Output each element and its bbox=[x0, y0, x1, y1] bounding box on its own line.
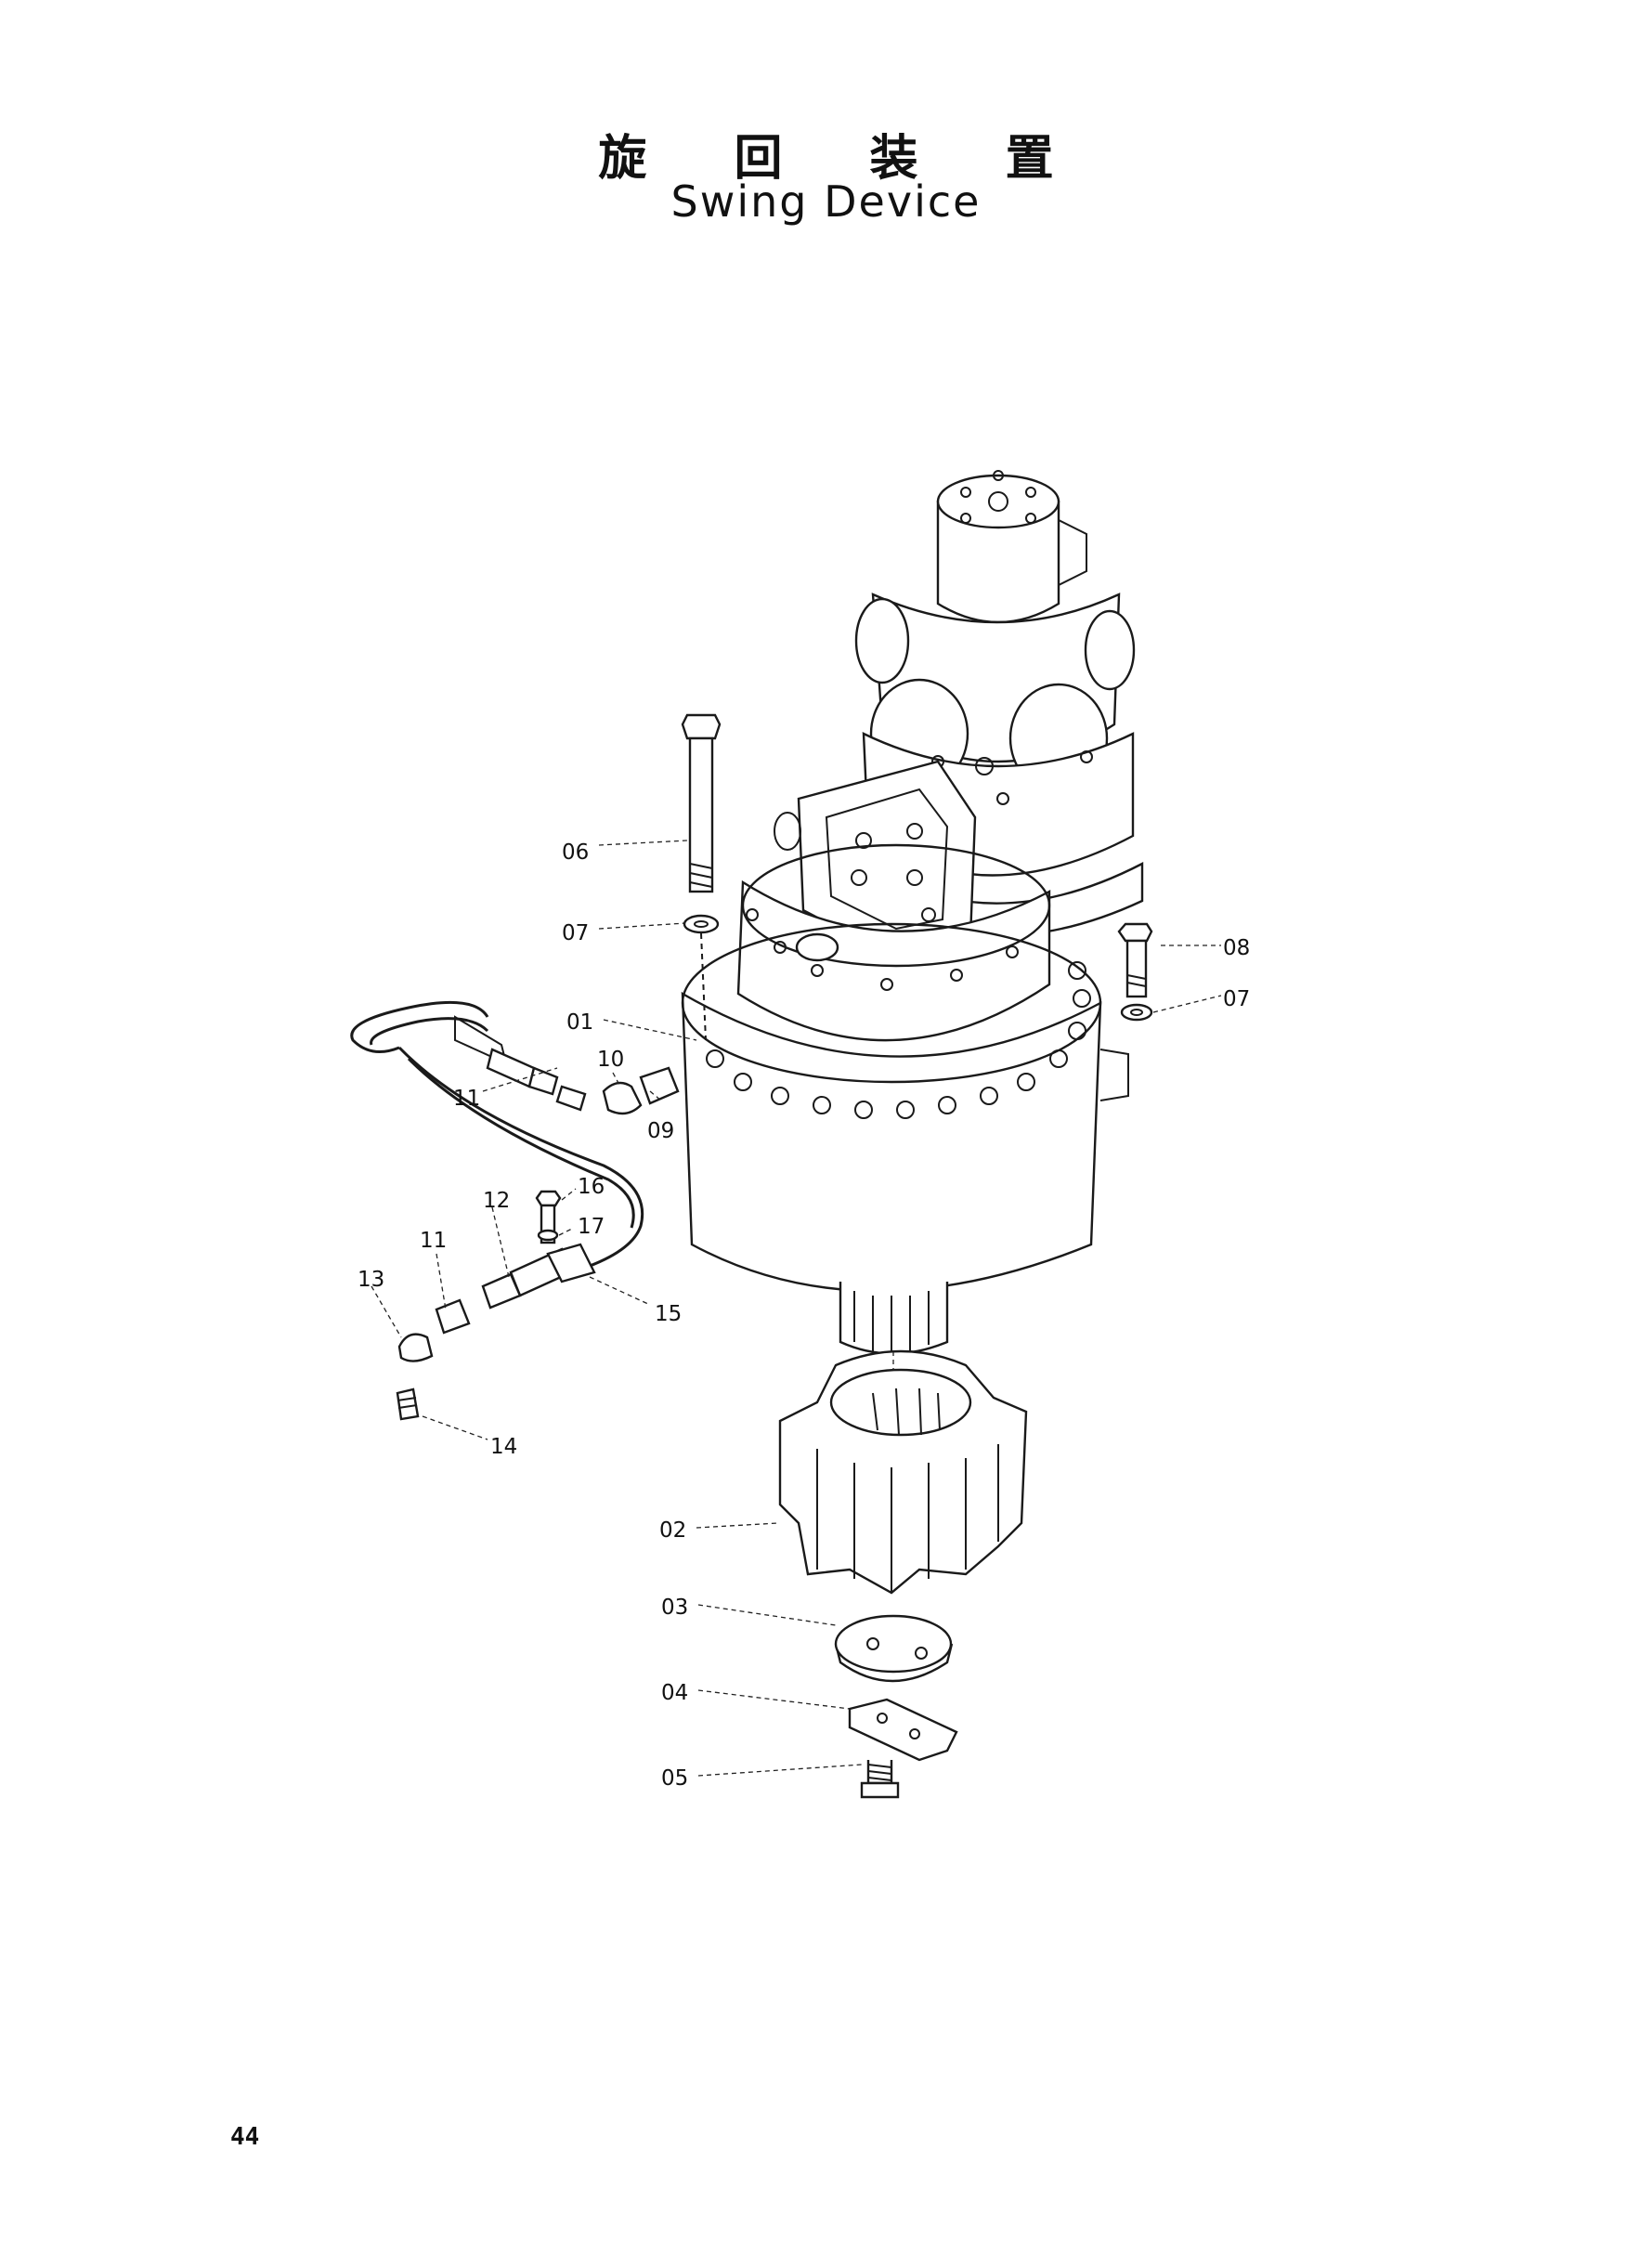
callout-14: 14 bbox=[490, 1435, 517, 1459]
callout-01: 01 bbox=[566, 1010, 593, 1035]
callout-07-right: 07 bbox=[1223, 987, 1250, 1011]
callout-15: 15 bbox=[655, 1302, 682, 1326]
callout-07-upper-left: 07 bbox=[562, 921, 589, 945]
callout-03: 03 bbox=[661, 1596, 688, 1620]
mounting-bracket bbox=[774, 760, 1008, 964]
callout-16: 16 bbox=[578, 1175, 605, 1199]
page-title: Swing Device bbox=[670, 176, 982, 227]
page-number: 44 bbox=[230, 2123, 260, 2151]
callout-02: 02 bbox=[659, 1518, 686, 1543]
bolt-08 bbox=[1117, 922, 1153, 1022]
callout-10: 10 bbox=[597, 1048, 624, 1072]
housing-bolt-ring bbox=[706, 961, 1091, 1119]
callout-06: 06 bbox=[562, 840, 589, 865]
drain-hose-assembly bbox=[350, 1000, 680, 1421]
callout-05: 05 bbox=[661, 1766, 688, 1791]
callout-12: 12 bbox=[483, 1189, 510, 1213]
page-title-japanese: 旋 回 装 置 bbox=[598, 131, 1089, 187]
lock-plate bbox=[848, 1698, 958, 1762]
callout-09: 09 bbox=[647, 1119, 674, 1143]
pinion-gear bbox=[778, 1349, 1028, 1595]
reduction-gear-housing bbox=[681, 843, 1129, 1355]
callout-17: 17 bbox=[578, 1215, 605, 1239]
retaining-plate bbox=[834, 1614, 954, 1683]
callout-11-lower: 11 bbox=[420, 1229, 447, 1253]
callout-13: 13 bbox=[358, 1268, 384, 1292]
callout-04: 04 bbox=[661, 1681, 688, 1705]
bolt-05 bbox=[860, 1760, 900, 1799]
callout-08: 08 bbox=[1223, 936, 1250, 960]
callout-11-upper: 11 bbox=[453, 1087, 480, 1111]
long-bolt-06 bbox=[681, 713, 722, 1041]
callout-leader-lines bbox=[371, 840, 1222, 1777]
